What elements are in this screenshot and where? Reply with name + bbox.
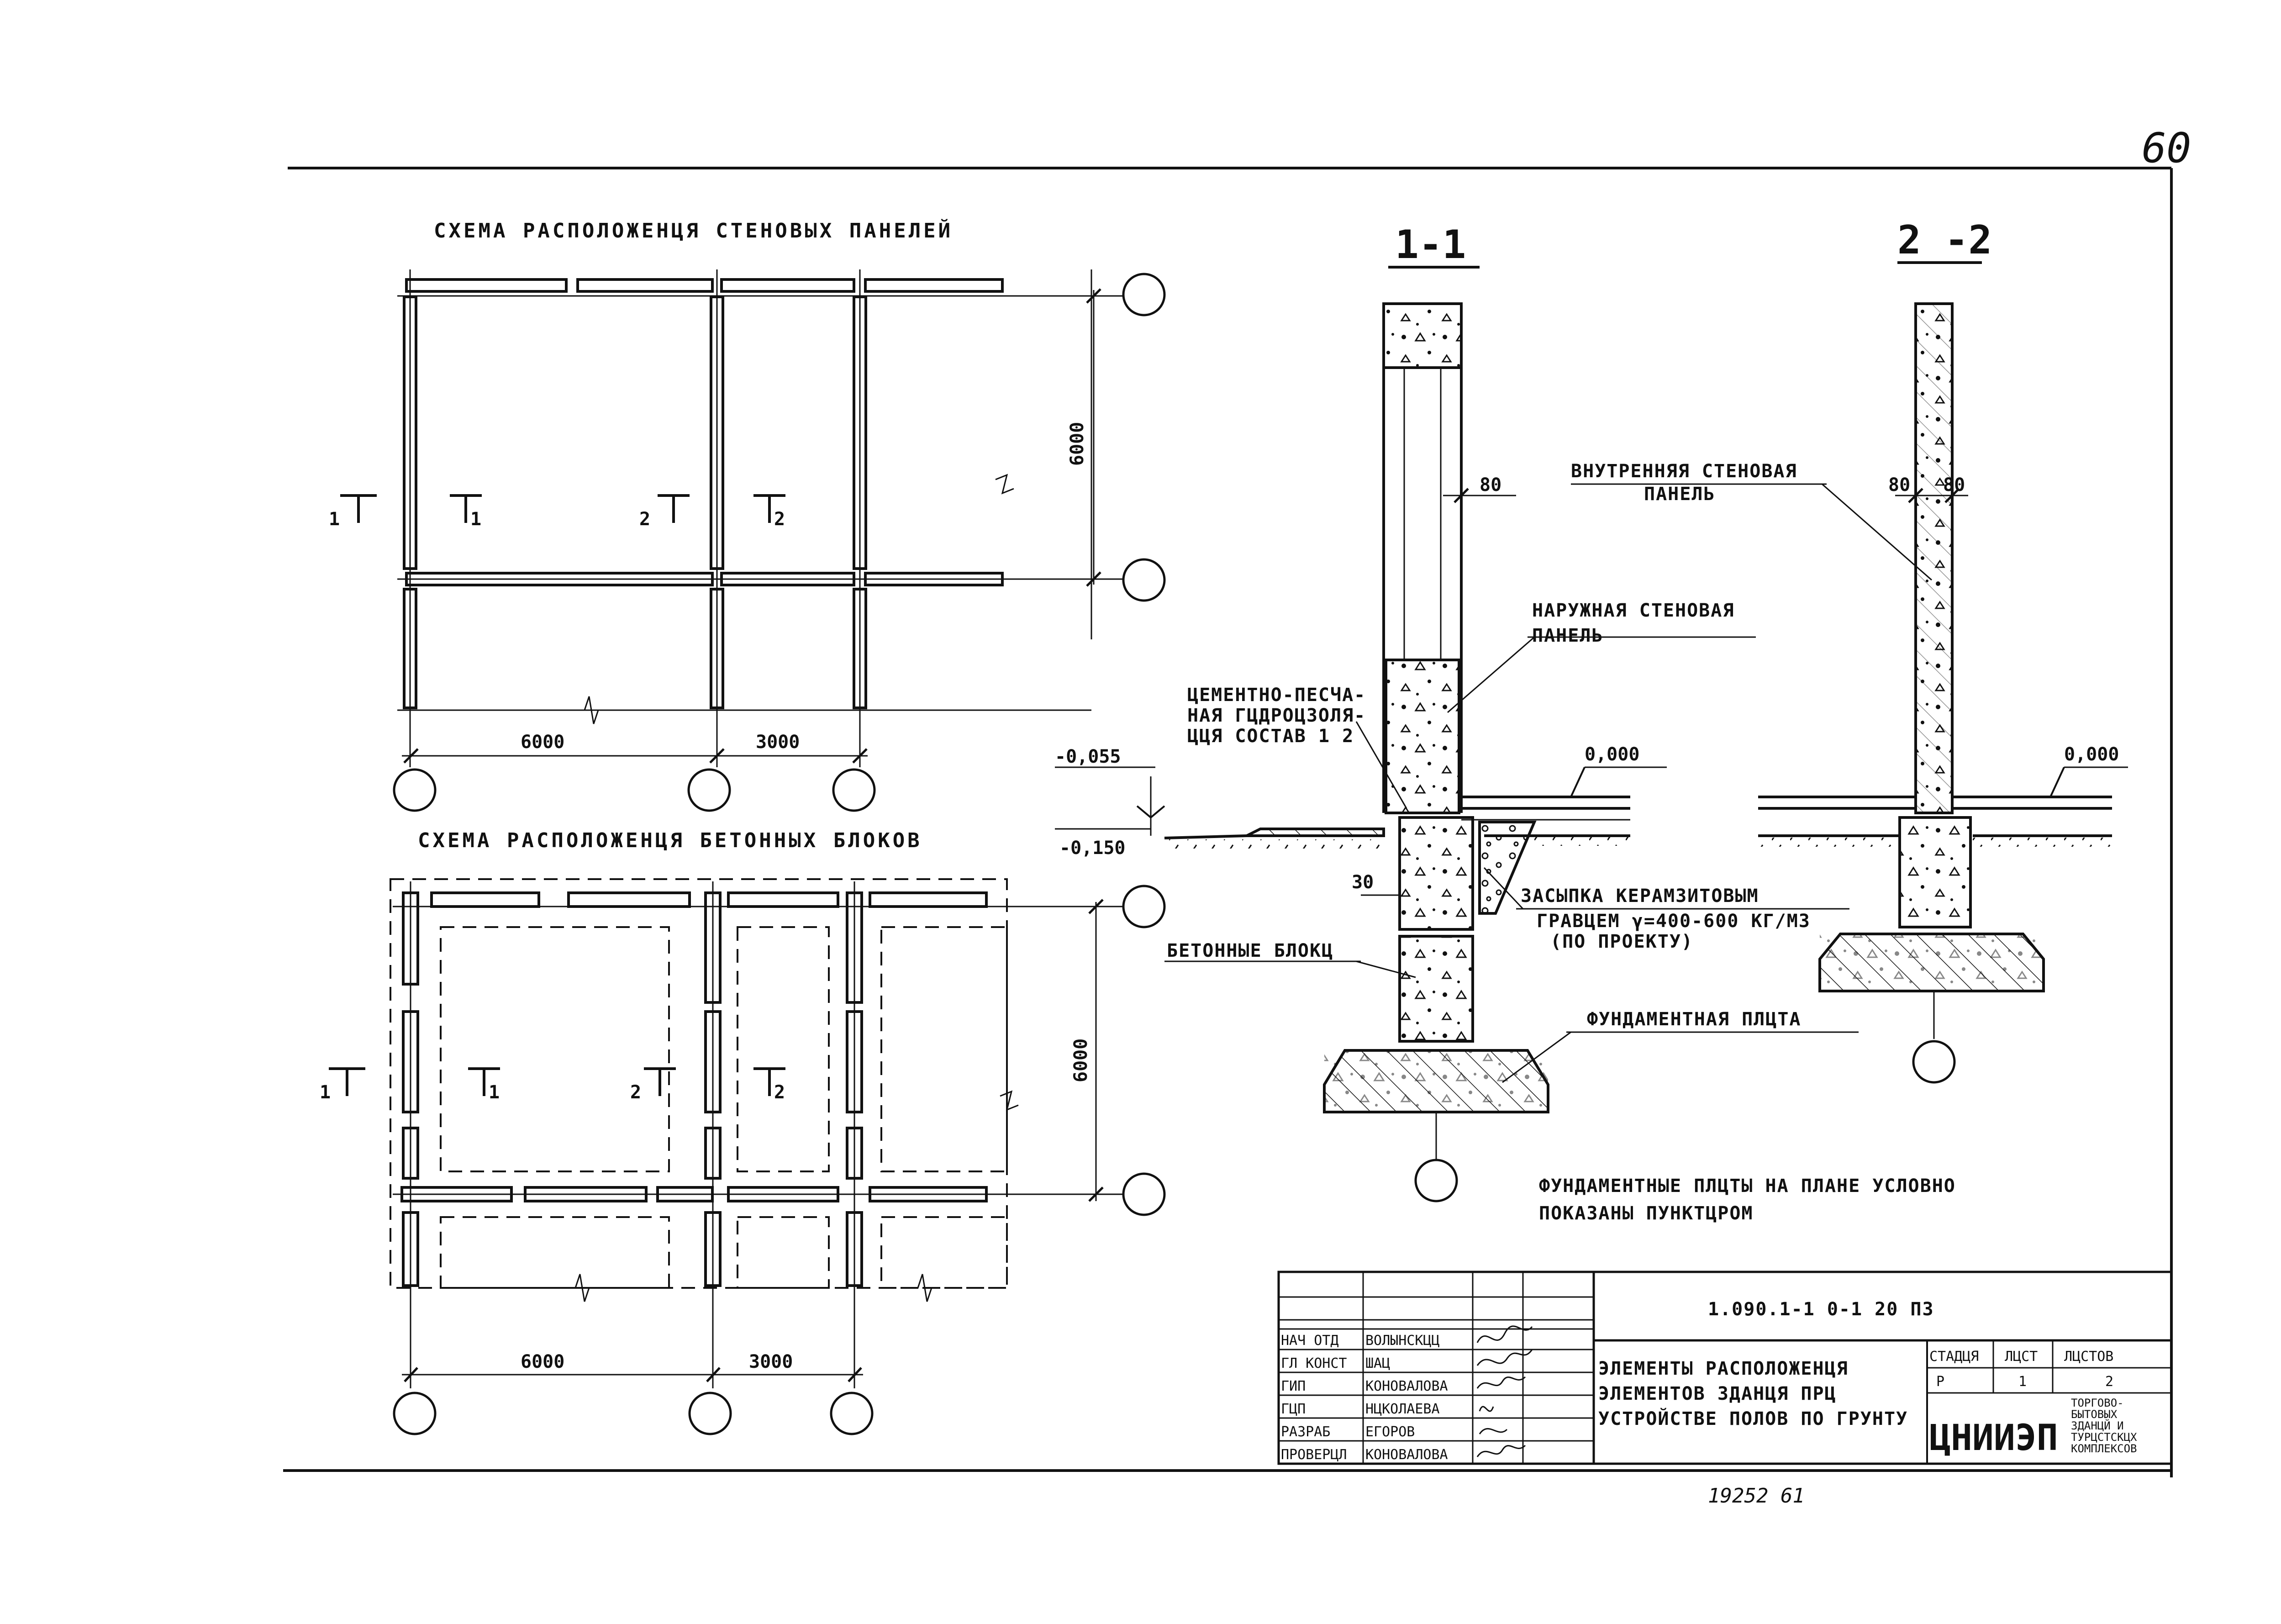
plan-panels-dim-3000: 3000 xyxy=(756,732,800,753)
label-backfill-2: ГРАВЦЕМ γ=400-600 КГ/М3 xyxy=(1537,911,1811,932)
staff-name: ШАЦ xyxy=(1365,1355,1390,1371)
section-1-level-minus-055: -0,055 xyxy=(1055,746,1121,767)
staff-table: НАЧ ОТД ВОЛЫНСКЦЦ ГЛ КОНСТ ШАЦ ГИП КОНОВ… xyxy=(1281,1333,1448,1463)
org-sub-2: БЫТОВЫХ xyxy=(2071,1408,2118,1421)
signatures xyxy=(1476,1325,1533,1457)
staff-name: ВОЛЫНСКЦЦ xyxy=(1365,1333,1440,1349)
block-cut-mark-1b: 1 xyxy=(489,1082,500,1103)
label-outer-panel-2: ПАНЕЛЬ xyxy=(1532,625,1604,646)
plan-blocks: СХЕМА РАСПОЛОЖЕНЦЯ БЕТОННЫХ БЛОКОВ xyxy=(320,829,1166,1435)
staff-role: ГЦП xyxy=(1281,1401,1306,1417)
sheet-value: 1 xyxy=(2018,1374,2027,1390)
title-line-1: ЭЛЕМЕНТЫ РАСПОЛОЖЕНЦЯ xyxy=(1598,1358,1849,1379)
section-1-dim-30: 30 xyxy=(1352,872,1374,893)
stage-header: СТАДЦЯ xyxy=(1929,1349,1979,1365)
cut-mark-2b: 2 xyxy=(774,509,786,530)
cut-mark-1a: 1 xyxy=(329,509,341,530)
sheet-number-handwritten: 60 xyxy=(2142,124,2191,172)
sheet-header: ЛЦСТ xyxy=(2005,1349,2038,1365)
org-sub-4: ТУРЦСТСКЦХ xyxy=(2071,1431,2137,1444)
label-waterproof-3: ЦЦЯ СОСТАВ 1 2 xyxy=(1187,726,1354,747)
block-cut-mark-2a: 2 xyxy=(630,1082,642,1103)
staff-role: ПРОВЕРЦЛ xyxy=(1281,1447,1347,1463)
section-2-level-top: 0,000 xyxy=(2064,744,2119,765)
title-block-code: 1.090.1-1 0-1 20 ПЗ xyxy=(1708,1299,1934,1320)
cut-mark-1b: 1 xyxy=(470,509,482,530)
plan-panels-dim-6000: 6000 xyxy=(521,732,564,753)
plan-blocks-dim-6000: 6000 xyxy=(521,1351,564,1372)
section-1-dim-80: 80 xyxy=(1480,475,1501,496)
stage-value: Р xyxy=(1936,1374,1944,1390)
plan-blocks-title: СХЕМА РАСПОЛОЖЕНЦЯ БЕТОННЫХ БЛОКОВ xyxy=(418,829,922,852)
sheet-frame xyxy=(283,167,2173,1477)
staff-role: НАЧ ОТД xyxy=(1281,1333,1338,1349)
block-cut-mark-2b: 2 xyxy=(774,1082,786,1103)
label-concrete-blocks: БЕТОННЫЕ БЛОКЦ xyxy=(1167,940,1333,961)
label-waterproof-2: НАЯ ГЦДРОЦЗОЛЯ- xyxy=(1187,705,1366,726)
staff-role: РАЗРАБ xyxy=(1281,1424,1330,1440)
plan-panels-dim-span: 6000 xyxy=(1067,422,1088,466)
label-inner-panel-2: ПАНЕЛЬ xyxy=(1644,484,1716,505)
org-sub-3: ЗДАНЦЙ И xyxy=(2071,1419,2124,1432)
staff-name: КОНОВАЛОВА xyxy=(1365,1378,1448,1394)
label-backfill-3: (ПО ПРОЕКТУ) xyxy=(1550,931,1693,952)
label-outer-panel-1: НАРУЖНАЯ СТЕНОВАЯ xyxy=(1532,600,1734,621)
title-block: 1.090.1-1 0-1 20 ПЗ ЭЛЕМЕНТЫ РАСПОЛОЖЕНЦ… xyxy=(1277,1271,2173,1465)
title-line-3: УСТРОЙСТВЕ ПОЛОВ ПО ГРУНТУ xyxy=(1598,1408,1908,1429)
section-1-1: 1-1 xyxy=(1055,222,1859,1202)
title-line-2: ЭЛЕМЕНТОВ ЗДАНЦЯ ПРЦ xyxy=(1598,1383,1837,1404)
sheets-value: 2 xyxy=(2105,1374,2113,1390)
label-inner-panel-1: ВНУТРЕННЯЯ СТЕНОВАЯ xyxy=(1571,461,1797,482)
org-sub-5: КОМПЛЕКСОВ xyxy=(2071,1442,2137,1455)
archive-number: 19252 61 xyxy=(1708,1484,1805,1508)
label-foundation-slab: ФУНДАМЕНТНАЯ ПЛЦТА xyxy=(1587,1009,1801,1030)
note-line-1: ФУНДАМЕНТНЫЕ ПЛЦТЫ НА ПЛАНЕ УСЛОВНО xyxy=(1539,1176,1956,1197)
section-2-2: 2 -2 80 80 0,000 xyxy=(1571,217,2128,1084)
plan-panels: СХЕМА РАСПОЛОЖЕНЦЯ СТЕНОВЫХ ПАНЕЛЕЙ xyxy=(329,218,1166,812)
block-cut-mark-1a: 1 xyxy=(320,1082,332,1103)
staff-name: НЦКОЛАЕВА xyxy=(1365,1401,1440,1417)
staff-role: ГИП xyxy=(1281,1378,1306,1394)
section-1-title: 1-1 xyxy=(1395,222,1466,268)
section-2-dim-left: 80 xyxy=(1888,475,1910,496)
org-sub-1: ТОРГОВО- xyxy=(2071,1397,2124,1409)
label-waterproof-1: ЦЕМЕНТНО-ПЕСЧА- xyxy=(1187,685,1366,706)
section-1-level-minus-150: -0,150 xyxy=(1059,838,1126,859)
staff-role: ГЛ КОНСТ xyxy=(1281,1355,1347,1371)
sheets-header: ЛЦСТОВ xyxy=(2064,1349,2113,1365)
section-2-title: 2 -2 xyxy=(1897,217,1992,263)
plan-blocks-dim-3000: 3000 xyxy=(749,1351,793,1372)
staff-name: ЕГОРОВ xyxy=(1365,1424,1415,1440)
label-backfill-1: ЗАСЫПКА КЕРАМЗИТОВЫМ xyxy=(1521,886,1759,907)
section-1-level-top: 0,000 xyxy=(1585,744,1639,765)
cut-mark-2a: 2 xyxy=(639,509,651,530)
plan-panels-title: СХЕМА РАСПОЛОЖЕНЦЯ СТЕНОВЫХ ПАНЕЛЕЙ xyxy=(434,218,953,243)
org-logo: ЦНИИЭП xyxy=(1929,1418,2058,1459)
staff-name: КОНОВАЛОВА xyxy=(1365,1447,1448,1463)
section-2-dim-right: 80 xyxy=(1943,475,1965,496)
note-line-2: ПОКАЗАНЫ ПУНКТЦРОМ xyxy=(1539,1203,1753,1224)
plan-blocks-dim-span: 6000 xyxy=(1070,1039,1091,1082)
